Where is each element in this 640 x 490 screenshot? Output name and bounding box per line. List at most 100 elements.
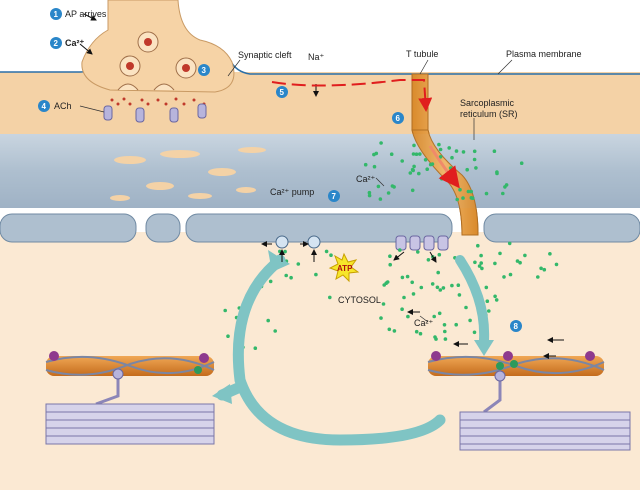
- sr-label-line2: reticulum (SR): [460, 109, 518, 119]
- calcium-ion: [468, 318, 472, 323]
- calcium-ion: [469, 189, 474, 194]
- calcium-ion: [400, 159, 405, 163]
- calcium-ion: [476, 243, 480, 248]
- calcium-ion: [392, 329, 397, 333]
- calcium-ion: [454, 149, 459, 153]
- calcium-ion: [536, 275, 540, 279]
- calcium-ion: [367, 190, 372, 195]
- step-badge-3: 3: [198, 64, 210, 76]
- calcium-ion: [284, 273, 289, 278]
- calcium-ion: [466, 189, 471, 194]
- calcium-ion: [504, 183, 509, 187]
- calcium-ion: [498, 251, 502, 256]
- action-potential-ttubule-arrow: [428, 145, 460, 189]
- svg-text:3: 3: [202, 66, 207, 75]
- calcium-ion: [484, 285, 489, 290]
- calcium-ion: [485, 299, 490, 304]
- calcium-ion: [450, 283, 454, 288]
- step-badge-1: 1: [50, 8, 62, 20]
- calcium-ion: [414, 152, 419, 156]
- calcium-ion: [430, 162, 435, 166]
- calcium-ion: [388, 254, 392, 258]
- atp-label: ATP: [337, 264, 353, 273]
- calcium-ion: [432, 314, 437, 319]
- calcium-ion: [507, 241, 512, 246]
- synaptic-cleft-label: Synaptic cleft: [238, 50, 292, 60]
- calcium-ion: [329, 253, 333, 257]
- ach-molecules: [110, 97, 206, 106]
- calcium-ion: [417, 171, 421, 176]
- svg-text:2: 2: [54, 39, 59, 48]
- calcium-ion: [425, 167, 430, 171]
- svg-text:8: 8: [514, 322, 519, 331]
- step-badge-2: 2: [50, 37, 62, 49]
- thick-filament-right: [459, 411, 631, 451]
- step-badge-6: 6: [392, 112, 404, 124]
- sr-cisternae: [0, 213, 640, 243]
- calcium-ion: [461, 196, 465, 200]
- calcium-ion: [439, 177, 444, 181]
- calcium-ion: [266, 318, 271, 323]
- calcium-ion: [273, 329, 278, 333]
- calcium-ion: [474, 166, 478, 170]
- calcium-ion: [515, 259, 520, 263]
- calcium-ion: [324, 249, 329, 254]
- calcium-ion: [398, 248, 402, 252]
- cytosol-label: CYTOSOL: [338, 295, 381, 305]
- synaptic-vesicles: [117, 31, 197, 91]
- sr-myofibril-gaps: [110, 147, 266, 201]
- myofibril-left: [45, 351, 215, 406]
- calcium-ion: [406, 314, 410, 319]
- calcium-ion: [372, 164, 377, 169]
- calcium-ion: [412, 143, 416, 148]
- ca-cytosol-label: Ca²⁺: [414, 318, 434, 328]
- calcium-ion: [443, 329, 447, 334]
- calcium-ion: [480, 266, 484, 271]
- thick-filament-left: [45, 403, 215, 445]
- calcium-ion: [389, 152, 394, 156]
- calcium-ion: [253, 346, 258, 351]
- svg-text:7: 7: [332, 192, 337, 201]
- calcium-ion: [437, 252, 442, 257]
- calcium-ion: [289, 275, 293, 280]
- calcium-ion: [405, 274, 410, 279]
- calcium-ion: [378, 197, 383, 201]
- calcium-ion: [442, 323, 447, 327]
- calcium-ion: [472, 157, 477, 162]
- calcium-ion: [402, 295, 406, 300]
- calcium-ion: [278, 249, 282, 254]
- ca-to-left-arrowhead: [212, 384, 232, 404]
- calcium-ion: [379, 141, 383, 145]
- calcium-ion: [502, 275, 506, 279]
- calcium-ion: [465, 167, 470, 172]
- calcium-ion: [283, 249, 287, 254]
- ach-label: ACh: [54, 101, 72, 111]
- atp-burst: ATP: [328, 252, 360, 283]
- calcium-ion: [314, 272, 318, 277]
- ca-release-channels: [395, 235, 449, 251]
- calcium-ion: [223, 308, 227, 313]
- calcium-ion: [447, 146, 452, 150]
- calcium-ion: [458, 187, 462, 192]
- calcium-ion: [418, 331, 423, 336]
- calcium-ion: [469, 196, 474, 200]
- calcium-ion: [437, 311, 442, 316]
- calcium-ion: [477, 264, 482, 268]
- ca-sr-label: Ca²⁺: [356, 174, 376, 184]
- step-badges: 1 2 3 4 5 6 7 8: [38, 8, 522, 332]
- calcium-ion: [472, 330, 477, 335]
- ca-to-myofibril-arrow: [455, 255, 490, 345]
- calcium-ion: [408, 171, 413, 175]
- ca-pump: [275, 235, 321, 249]
- calcium-ion: [464, 305, 468, 310]
- calcium-ion: [382, 283, 387, 287]
- calcium-ion: [508, 272, 513, 277]
- step-badge-7: 7: [328, 190, 340, 202]
- calcium-ion: [367, 193, 372, 198]
- svg-text:1: 1: [54, 10, 59, 19]
- calcium-ion: [493, 261, 497, 266]
- calcium-ion: [454, 322, 459, 327]
- calcium-ion: [495, 171, 499, 176]
